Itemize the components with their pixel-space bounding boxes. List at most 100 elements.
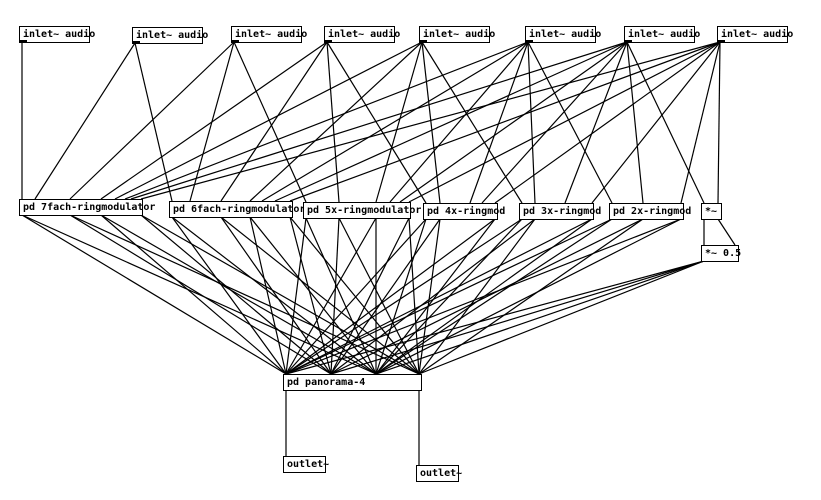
patch-cord <box>220 216 332 375</box>
patch-cord <box>69 41 235 200</box>
patch-cord <box>375 260 705 375</box>
patch-cord <box>249 216 287 375</box>
patch-cord <box>285 218 427 375</box>
patch-cord <box>140 41 721 200</box>
patch-cord <box>626 41 644 204</box>
patch-cord <box>289 41 721 202</box>
patch-cord <box>69 214 420 375</box>
patch-cord <box>21 214 287 375</box>
object-label: inlet~ audio <box>721 29 794 40</box>
patch-cord <box>494 41 721 204</box>
patch-cord <box>130 41 628 200</box>
patch-cord <box>285 218 613 375</box>
outlet-port[interactable] <box>718 40 725 43</box>
patch-cord <box>21 214 377 375</box>
patch-cord <box>591 41 721 204</box>
ringmod-3x[interactable]: pd 3x-ringmod <box>519 203 601 220</box>
patch-cord <box>34 42 136 200</box>
patch-cord <box>469 41 529 204</box>
patch-cord <box>220 41 328 202</box>
patch-cord <box>680 41 721 204</box>
patch-cord <box>326 41 340 203</box>
patch-cord <box>375 218 496 375</box>
patch-cord <box>330 217 340 375</box>
patch-cord <box>285 260 705 375</box>
object-label: pd 3x-ringmod <box>523 206 602 217</box>
inlet-audio-1[interactable]: inlet~ audio <box>19 26 95 43</box>
object-label: inlet~ audio <box>235 29 308 40</box>
object-label: pd 7fach-ringmodulator <box>23 202 156 213</box>
object-label: *~ 0.5 <box>705 248 742 259</box>
patch-cord <box>421 41 523 204</box>
patch-cord <box>626 41 705 204</box>
patch-cord <box>100 41 328 200</box>
patch-cord <box>408 217 420 375</box>
inlet-audio-3[interactable]: inlet~ audio <box>231 26 307 43</box>
patch-cord <box>140 214 332 375</box>
patch-cord <box>338 217 420 375</box>
patch-cord <box>717 41 721 204</box>
patch-cord <box>418 218 536 375</box>
patch-cord <box>285 218 682 375</box>
patch-cord <box>418 218 644 375</box>
patch-cord <box>114 41 423 200</box>
object-label: inlet~ audio <box>23 29 96 40</box>
patch-cord <box>140 214 420 375</box>
outlet-port[interactable] <box>625 40 632 43</box>
multiply-object[interactable]: *~ <box>701 203 722 220</box>
patch-cord <box>418 218 441 375</box>
ringmod-2x[interactable]: pd 2x-ringmod <box>609 203 691 220</box>
patch-cord <box>375 218 682 375</box>
patch-cord <box>285 217 307 375</box>
ringmod-7fach[interactable]: pd 7fach-ringmodulator <box>19 199 155 216</box>
patch-cord <box>481 41 628 204</box>
patch-cord <box>249 216 377 375</box>
patch-cord <box>418 260 705 375</box>
object-label: *~ <box>705 206 718 217</box>
patch-cord <box>564 41 628 204</box>
ringmod-4x[interactable]: pd 4x-ringmod <box>423 203 505 220</box>
panorama-object[interactable]: pd panorama-4 <box>283 374 422 391</box>
patch-cord <box>249 41 423 202</box>
patch-cord <box>399 41 628 203</box>
outlet-port[interactable] <box>133 41 140 44</box>
patch-cord <box>285 218 496 375</box>
multiply-half-object[interactable]: *~ 0.5 <box>701 245 742 262</box>
object-label: inlet~ audio <box>529 29 602 40</box>
object-label: pd 5x-ringmodulator <box>307 205 422 216</box>
patch-cord <box>326 41 427 204</box>
patch-cord <box>69 214 332 375</box>
patch-cord <box>233 41 307 203</box>
inlet-audio-6[interactable]: inlet~ audio <box>525 26 601 43</box>
object-label: pd panorama-4 <box>287 377 366 388</box>
patch-cord <box>220 216 420 375</box>
patch-cord <box>330 260 705 375</box>
patch-cord <box>305 217 377 375</box>
inlet-audio-8[interactable]: inlet~ audio <box>717 26 793 43</box>
object-label: pd 2x-ringmod <box>613 206 692 217</box>
patch-cord <box>285 218 523 375</box>
outlet-left[interactable]: outlet~ <box>283 456 329 473</box>
inlet-audio-2[interactable]: inlet~ audio <box>132 27 208 44</box>
patch-cord <box>289 216 420 375</box>
outlet-port[interactable] <box>232 40 239 43</box>
patch-cord <box>330 218 536 375</box>
outlet-port[interactable] <box>420 40 427 43</box>
outlet-port[interactable] <box>20 40 27 43</box>
outlet-right[interactable]: outlet~ <box>416 465 462 482</box>
inlet-audio-4[interactable]: inlet~ audio <box>324 26 400 43</box>
patch-cord <box>330 218 441 375</box>
object-label: inlet~ audio <box>328 29 401 40</box>
inlet-audio-7[interactable]: inlet~ audio <box>624 26 700 43</box>
outlet-port[interactable] <box>526 40 533 43</box>
outlet-port[interactable] <box>325 40 332 43</box>
patch-cord <box>408 41 721 203</box>
inlet-audio-5[interactable]: inlet~ audio <box>419 26 495 43</box>
ringmod-5x[interactable]: pd 5x-ringmodulator <box>303 202 421 219</box>
patch-cord <box>100 214 377 375</box>
ringmod-6fach[interactable]: pd 6fach-ringmodulator <box>169 201 305 218</box>
patch-cord <box>375 218 613 375</box>
object-label: pd 6fach-ringmodulator <box>173 204 306 215</box>
